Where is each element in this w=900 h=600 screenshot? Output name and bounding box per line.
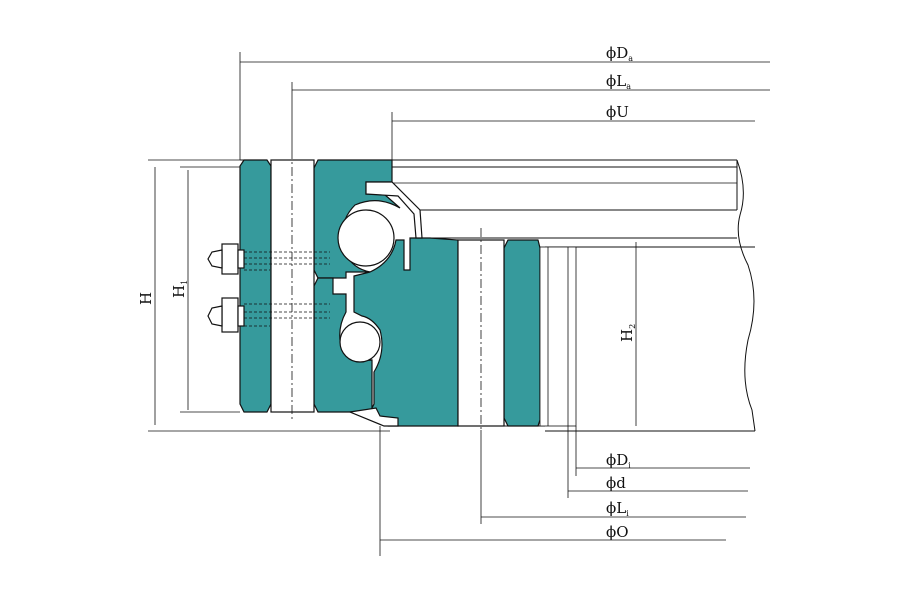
- top-dimensions: [239, 52, 770, 160]
- bottom-seal: [347, 407, 399, 427]
- label-li: ϕLi: [606, 499, 629, 518]
- label-da: ϕDa: [606, 44, 633, 63]
- upper-ball: [337, 209, 395, 267]
- label-la: ϕLa: [606, 72, 631, 91]
- label-h: H: [137, 292, 155, 305]
- bottom-dimensions: [379, 426, 750, 556]
- top-seal: [365, 181, 423, 239]
- label-u: ϕU: [606, 103, 629, 121]
- label-o: ϕO: [606, 523, 629, 541]
- label-d: ϕd: [606, 474, 626, 492]
- label-h1: H1: [170, 280, 189, 298]
- label-h2: H2: [618, 324, 637, 342]
- inner-ring: [353, 237, 541, 427]
- bolt-holes: [270, 150, 577, 430]
- lower-ball: [339, 321, 381, 363]
- bolts: [207, 243, 330, 333]
- label-di: ϕDi: [606, 451, 631, 470]
- height-dimensions: [148, 159, 637, 432]
